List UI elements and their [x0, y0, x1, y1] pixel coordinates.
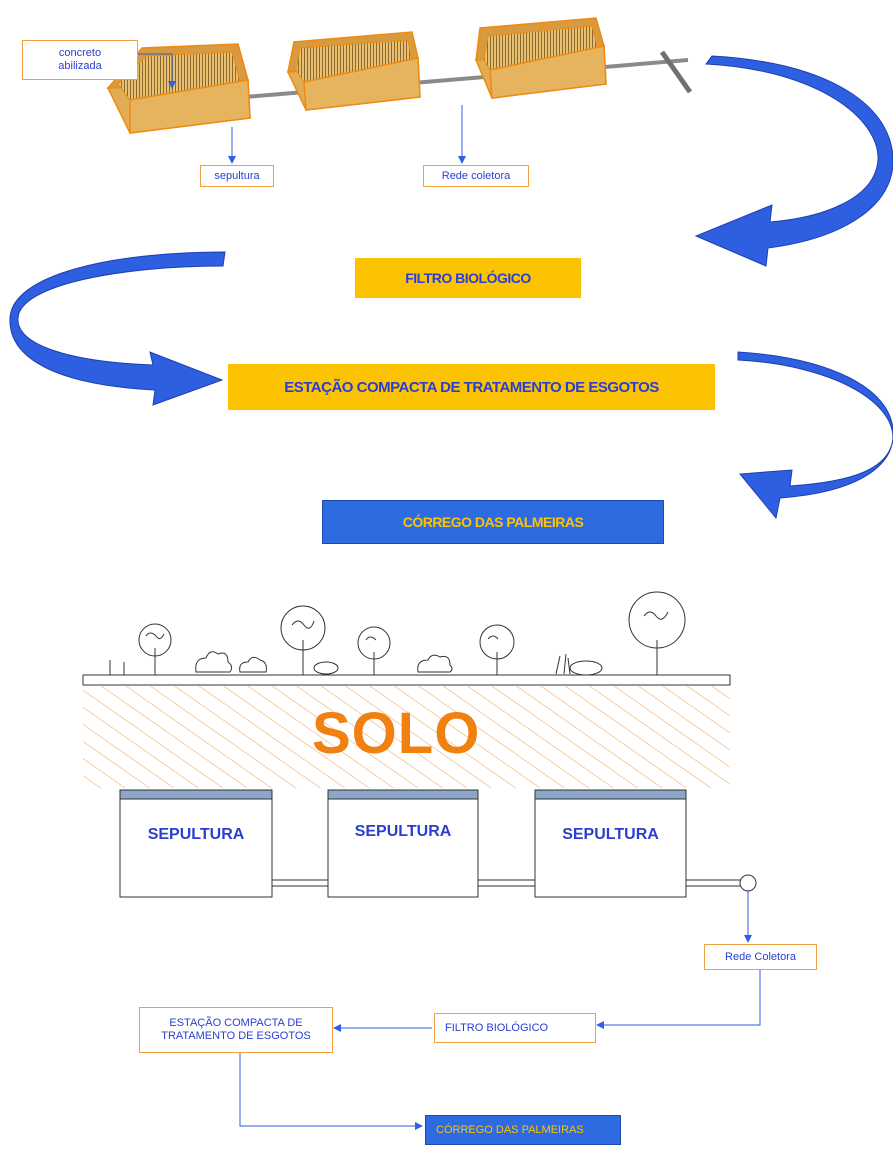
grave-lid	[327, 789, 479, 800]
callout-concrete: concreto abilizada	[22, 40, 138, 80]
shrub-icon	[417, 654, 453, 673]
flow-corrego-palmeiras: CÓRREGO DAS PALMEIRAS	[425, 1115, 621, 1145]
tank-3	[474, 17, 607, 99]
flow-lines	[239, 891, 761, 1130]
ground-surface	[82, 674, 731, 686]
grave-label-2: SEPULTURA	[354, 823, 452, 840]
flow-rede-coletora: Rede Coletora	[704, 944, 817, 970]
grave-lid	[119, 789, 273, 800]
grave-lid	[534, 789, 687, 800]
step-estacao-compacta: ESTAÇÃO COMPACTA DE TRATAMENTO DE ESGOTO…	[228, 364, 715, 410]
shrub-icon	[239, 656, 267, 673]
connecting-pipes	[271, 874, 757, 892]
grave-label-1: SEPULTURA	[147, 826, 245, 843]
step-filtro-biologico: FILTRO BIOLÓGICO	[355, 258, 581, 298]
soil-label: SOLO	[312, 701, 481, 766]
callout-lines	[138, 53, 466, 164]
tank-1	[106, 43, 251, 134]
tree-icon	[109, 660, 125, 675]
tree-icon	[357, 626, 391, 675]
curved-arrow-right-top	[694, 55, 893, 267]
flow-filtro-biologico: FILTRO BIOLÓGICO	[434, 1013, 596, 1043]
flow-estacao-compacta: ESTAÇÃO COMPACTA DE TRATAMENTO DE ESGOTO…	[139, 1007, 333, 1053]
vegetation	[109, 591, 686, 676]
grave-box	[119, 789, 273, 898]
callout-rede-coletora: Rede coletora	[423, 165, 529, 187]
grave-label-3: SEPULTURA	[562, 826, 659, 843]
grave-box	[327, 789, 479, 898]
graves	[119, 789, 687, 898]
callout-sepultura: sepultura	[200, 165, 274, 187]
step-corrego-palmeiras: CÓRREGO DAS PALMEIRAS	[322, 500, 664, 544]
tree-icon	[479, 624, 515, 675]
tree-icon	[280, 605, 326, 675]
tree-icon	[628, 591, 686, 675]
tree-icon	[138, 623, 172, 675]
soil-hatch	[83, 686, 730, 788]
shrub-icon	[195, 651, 233, 673]
grave-box	[534, 789, 687, 898]
curved-arrow-left	[9, 251, 226, 406]
shrub-icon	[313, 661, 339, 675]
tank-2	[286, 31, 421, 111]
shrub-icon	[555, 653, 603, 676]
curved-arrow-right-mid	[737, 351, 893, 520]
